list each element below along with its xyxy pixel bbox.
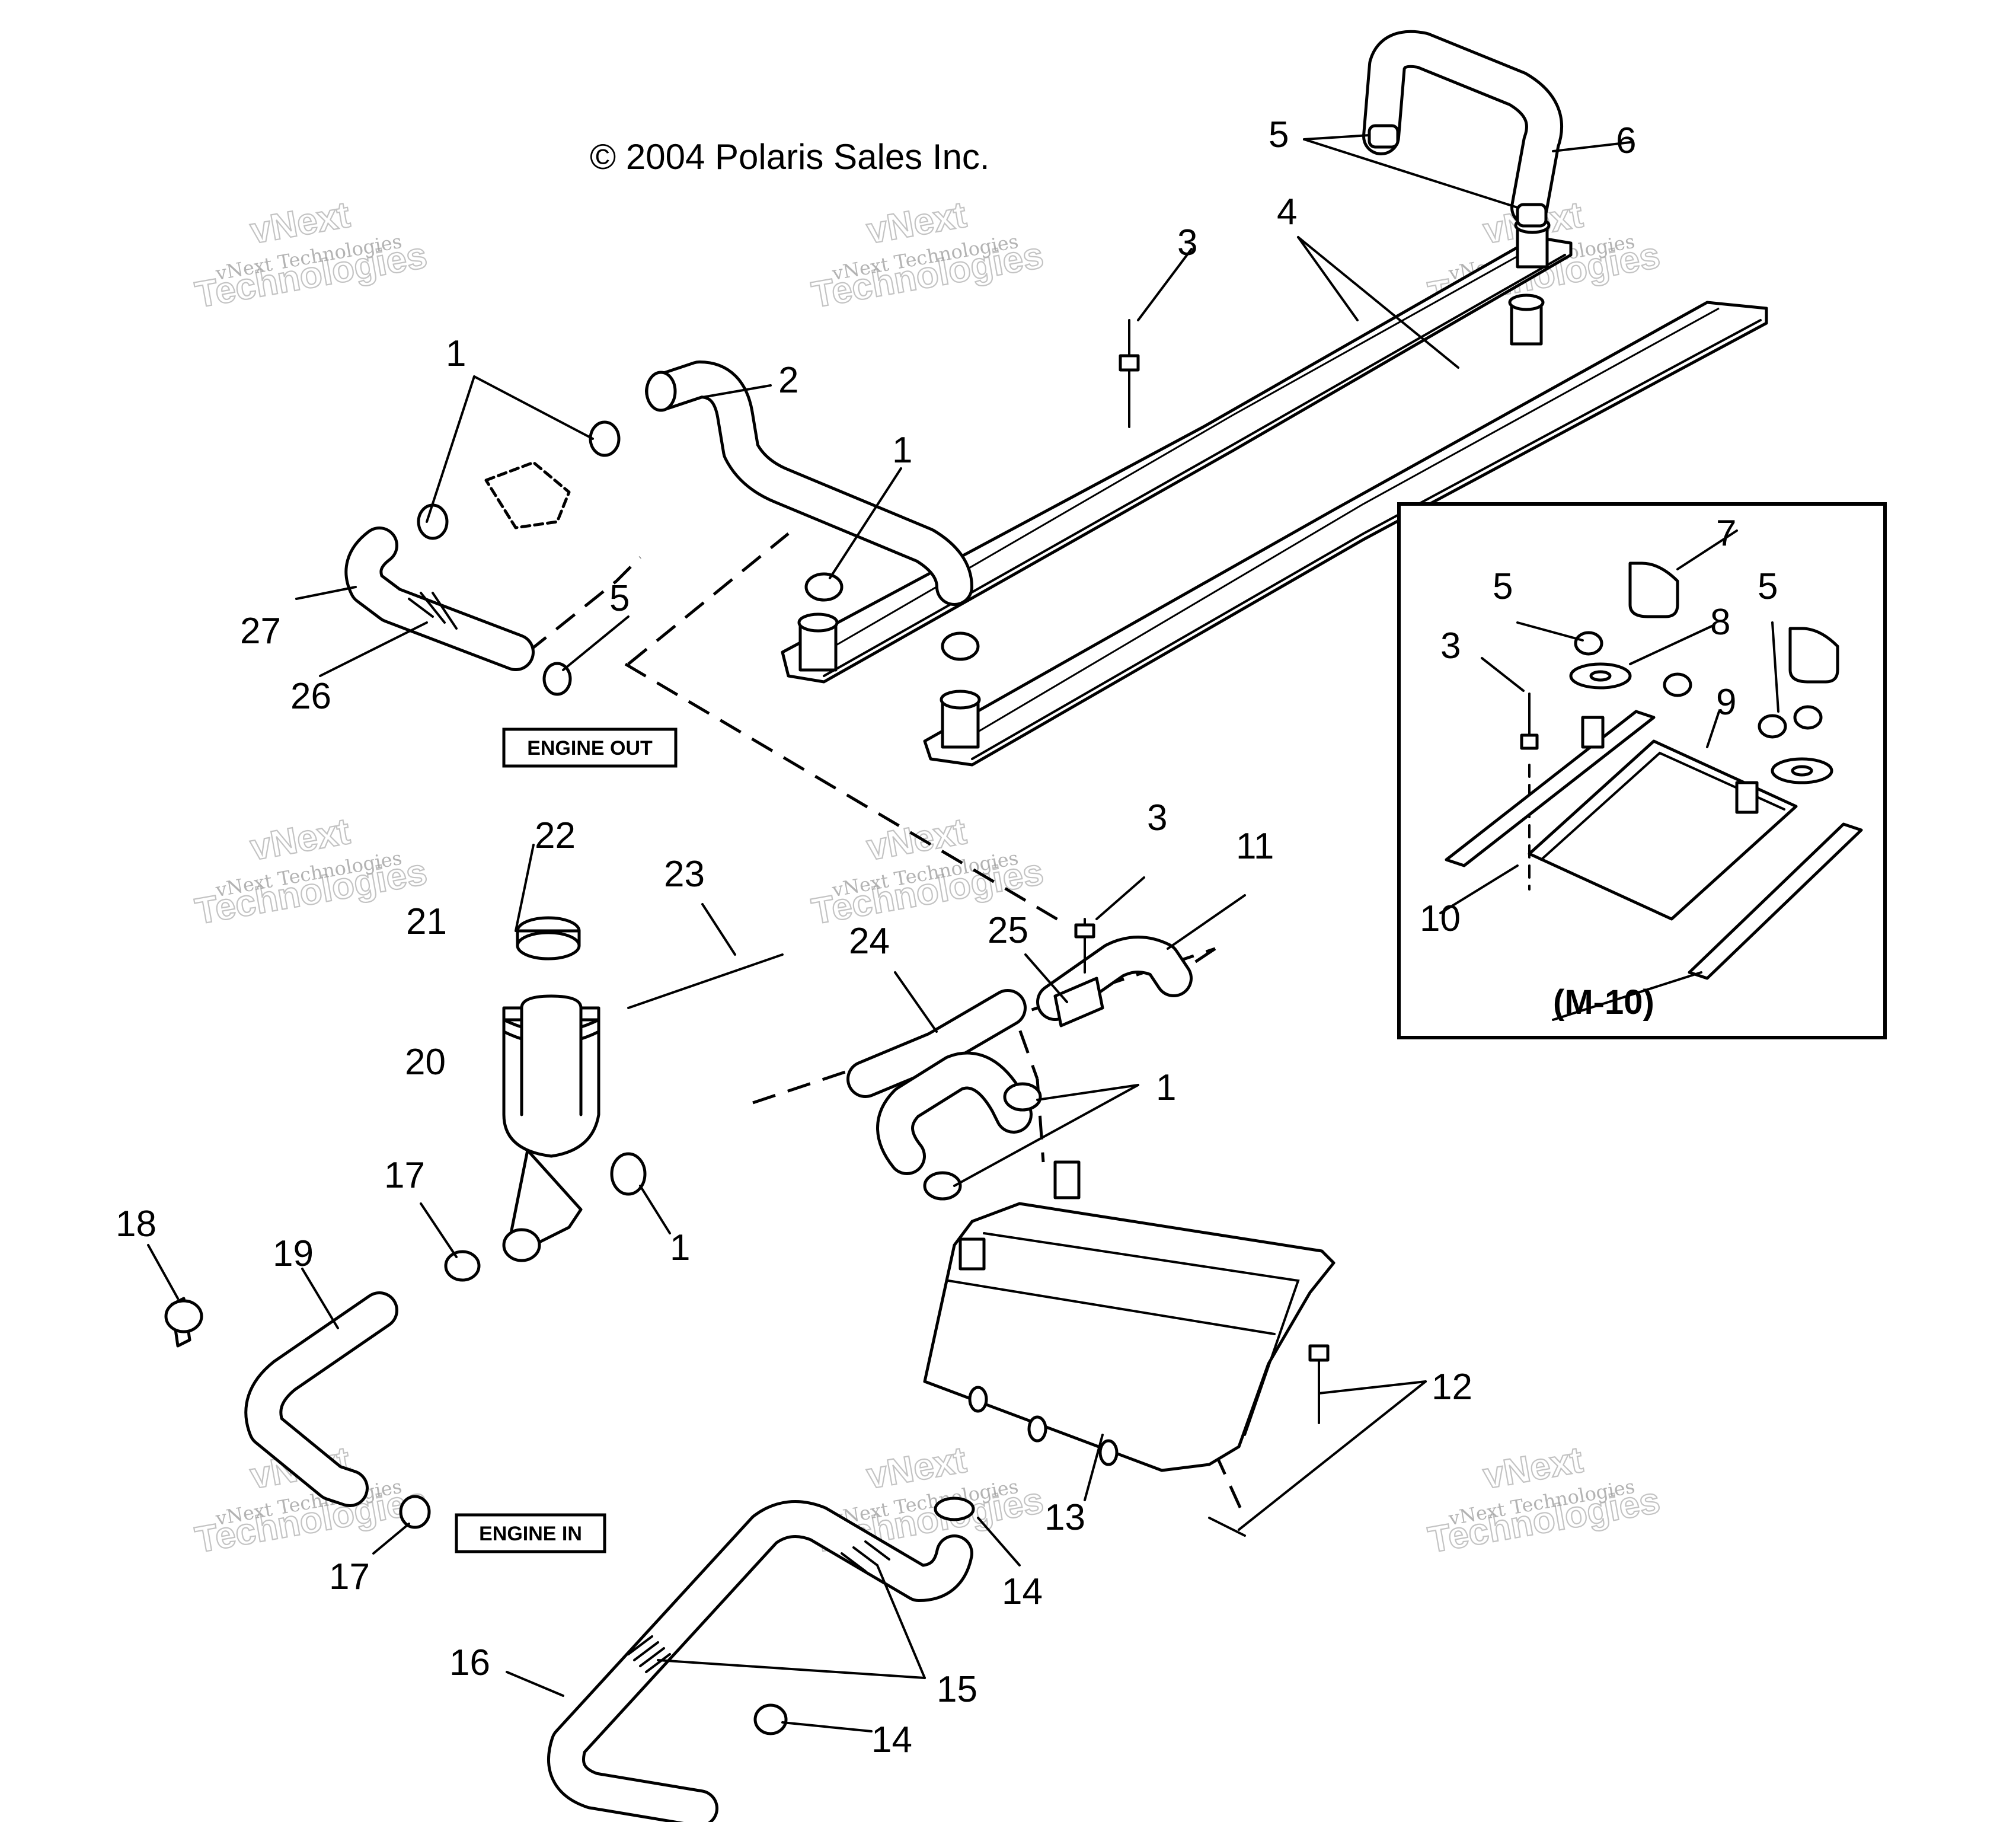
callout-9: 9	[1716, 682, 1736, 723]
clamp-1-group	[417, 420, 980, 696]
callout-1: 1	[446, 333, 466, 374]
callout-5: 5	[1269, 114, 1289, 155]
clip-18	[164, 1297, 203, 1348]
callout-12: 12	[1432, 1367, 1472, 1408]
callout-5: 5	[1758, 566, 1778, 607]
bolts-12	[1208, 1344, 1330, 1537]
engine-out-tag: ENGINE OUT	[502, 727, 678, 768]
clamp-14	[753, 1496, 975, 1735]
leader-lines	[147, 134, 1779, 1732]
callout-6: 6	[1616, 120, 1636, 161]
heat-exchanger-lower	[923, 293, 1768, 767]
bridge-hose	[1362, 30, 1563, 226]
svg-text:ENGINE IN: ENGINE IN	[479, 1523, 582, 1545]
callout-1: 1	[1156, 1067, 1176, 1108]
callout-27: 27	[240, 611, 281, 652]
callout-16: 16	[449, 1642, 490, 1683]
callout-21: 21	[406, 901, 447, 942]
clamp-1-lower	[610, 1082, 1042, 1201]
callout-11: 11	[1236, 826, 1274, 867]
callout-1: 1	[670, 1227, 690, 1268]
callout-3: 3	[1177, 222, 1197, 263]
callout-24: 24	[849, 921, 890, 962]
clamp	[1368, 124, 1548, 228]
callout-labels: 1 2 3 4 5 6 1 27 26 5 22 21 23 3 11 24 2…	[116, 114, 1778, 1760]
coolant-reservoir	[502, 916, 600, 1262]
callout-20: 20	[405, 1042, 446, 1083]
hose-16	[547, 1500, 973, 1822]
svg-text:(M-10): (M-10)	[1553, 983, 1654, 1022]
callout-17: 17	[384, 1155, 425, 1196]
callout-17: 17	[329, 1556, 370, 1597]
hose-11	[1036, 936, 1193, 1021]
connector-block	[484, 461, 571, 529]
hose-2	[645, 360, 973, 606]
callout-2: 2	[778, 360, 798, 401]
bolt	[1074, 319, 1140, 974]
callout-25: 25	[988, 910, 1028, 951]
callout-15: 15	[937, 1669, 977, 1710]
watermark: Technologies vNext Technologies vNext	[191, 193, 430, 316]
callout-3: 3	[1147, 797, 1167, 838]
callout-22: 22	[535, 815, 576, 856]
bracket-25	[1053, 977, 1104, 1028]
callout-13: 13	[1044, 1497, 1085, 1538]
callout-5: 5	[609, 578, 630, 619]
inset-panel: (M-10)	[1397, 502, 1887, 1039]
clamp-17-upper	[444, 1250, 481, 1282]
clamp-17-lower	[399, 1495, 431, 1529]
callout-19: 19	[273, 1233, 314, 1274]
watermark: Technologies vNext Technologies vNext	[191, 810, 430, 933]
engine-in-tag: ENGINE IN	[455, 1513, 606, 1553]
heat-exchanger-13	[923, 1160, 1336, 1472]
copyright-text: © 2004 Polaris Sales Inc.	[590, 137, 990, 177]
callout-4: 4	[1277, 192, 1297, 232]
callout-1: 1	[892, 430, 912, 471]
callout-3: 3	[1440, 626, 1461, 666]
hose-24	[846, 989, 1033, 1175]
rod	[627, 953, 784, 1009]
callout-23: 23	[664, 854, 705, 895]
callout-14: 14	[871, 1719, 912, 1760]
callout-7: 7	[1716, 513, 1736, 554]
callout-10: 10	[1420, 898, 1461, 939]
callout-14: 14	[1002, 1571, 1043, 1612]
callout-5: 5	[1493, 566, 1513, 607]
callout-18: 18	[116, 1204, 156, 1245]
hose-19	[244, 1291, 398, 1507]
watermark: Technologies vNext Technologies vNext	[1424, 1438, 1663, 1561]
svg-text:ENGINE OUT: ENGINE OUT	[527, 737, 653, 760]
watermark: Technologies vNext Technologies vNext	[808, 193, 1047, 316]
callout-26: 26	[290, 676, 331, 717]
callout-8: 8	[1710, 602, 1730, 643]
hose-27	[344, 527, 535, 671]
